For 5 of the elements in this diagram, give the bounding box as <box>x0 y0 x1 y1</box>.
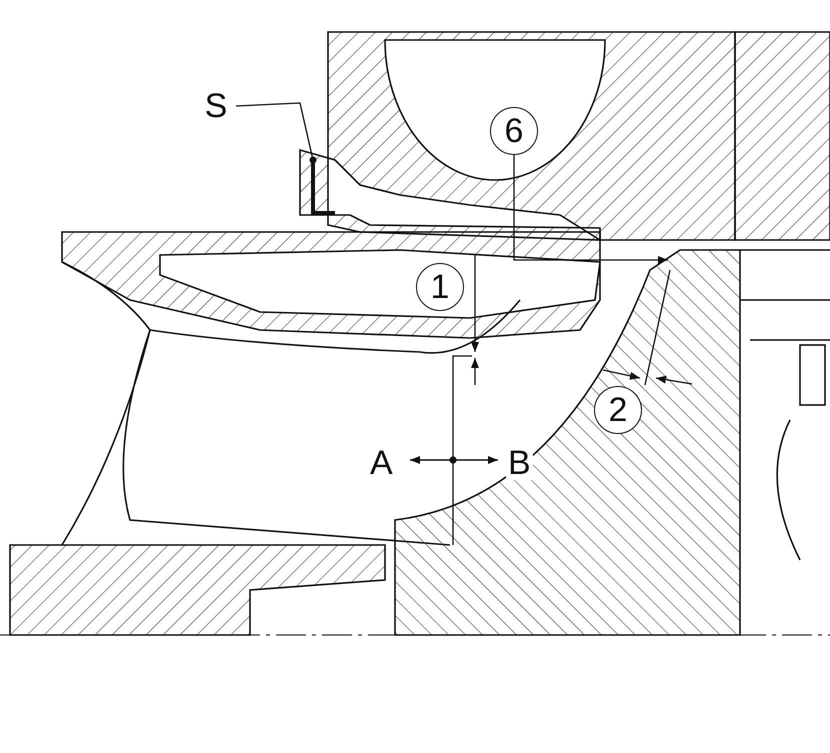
part-label: S <box>196 86 236 126</box>
callout-number: 6 <box>490 107 538 155</box>
leader-line <box>236 102 316 164</box>
callout-number: 1 <box>416 263 464 311</box>
leader-line <box>513 155 668 264</box>
